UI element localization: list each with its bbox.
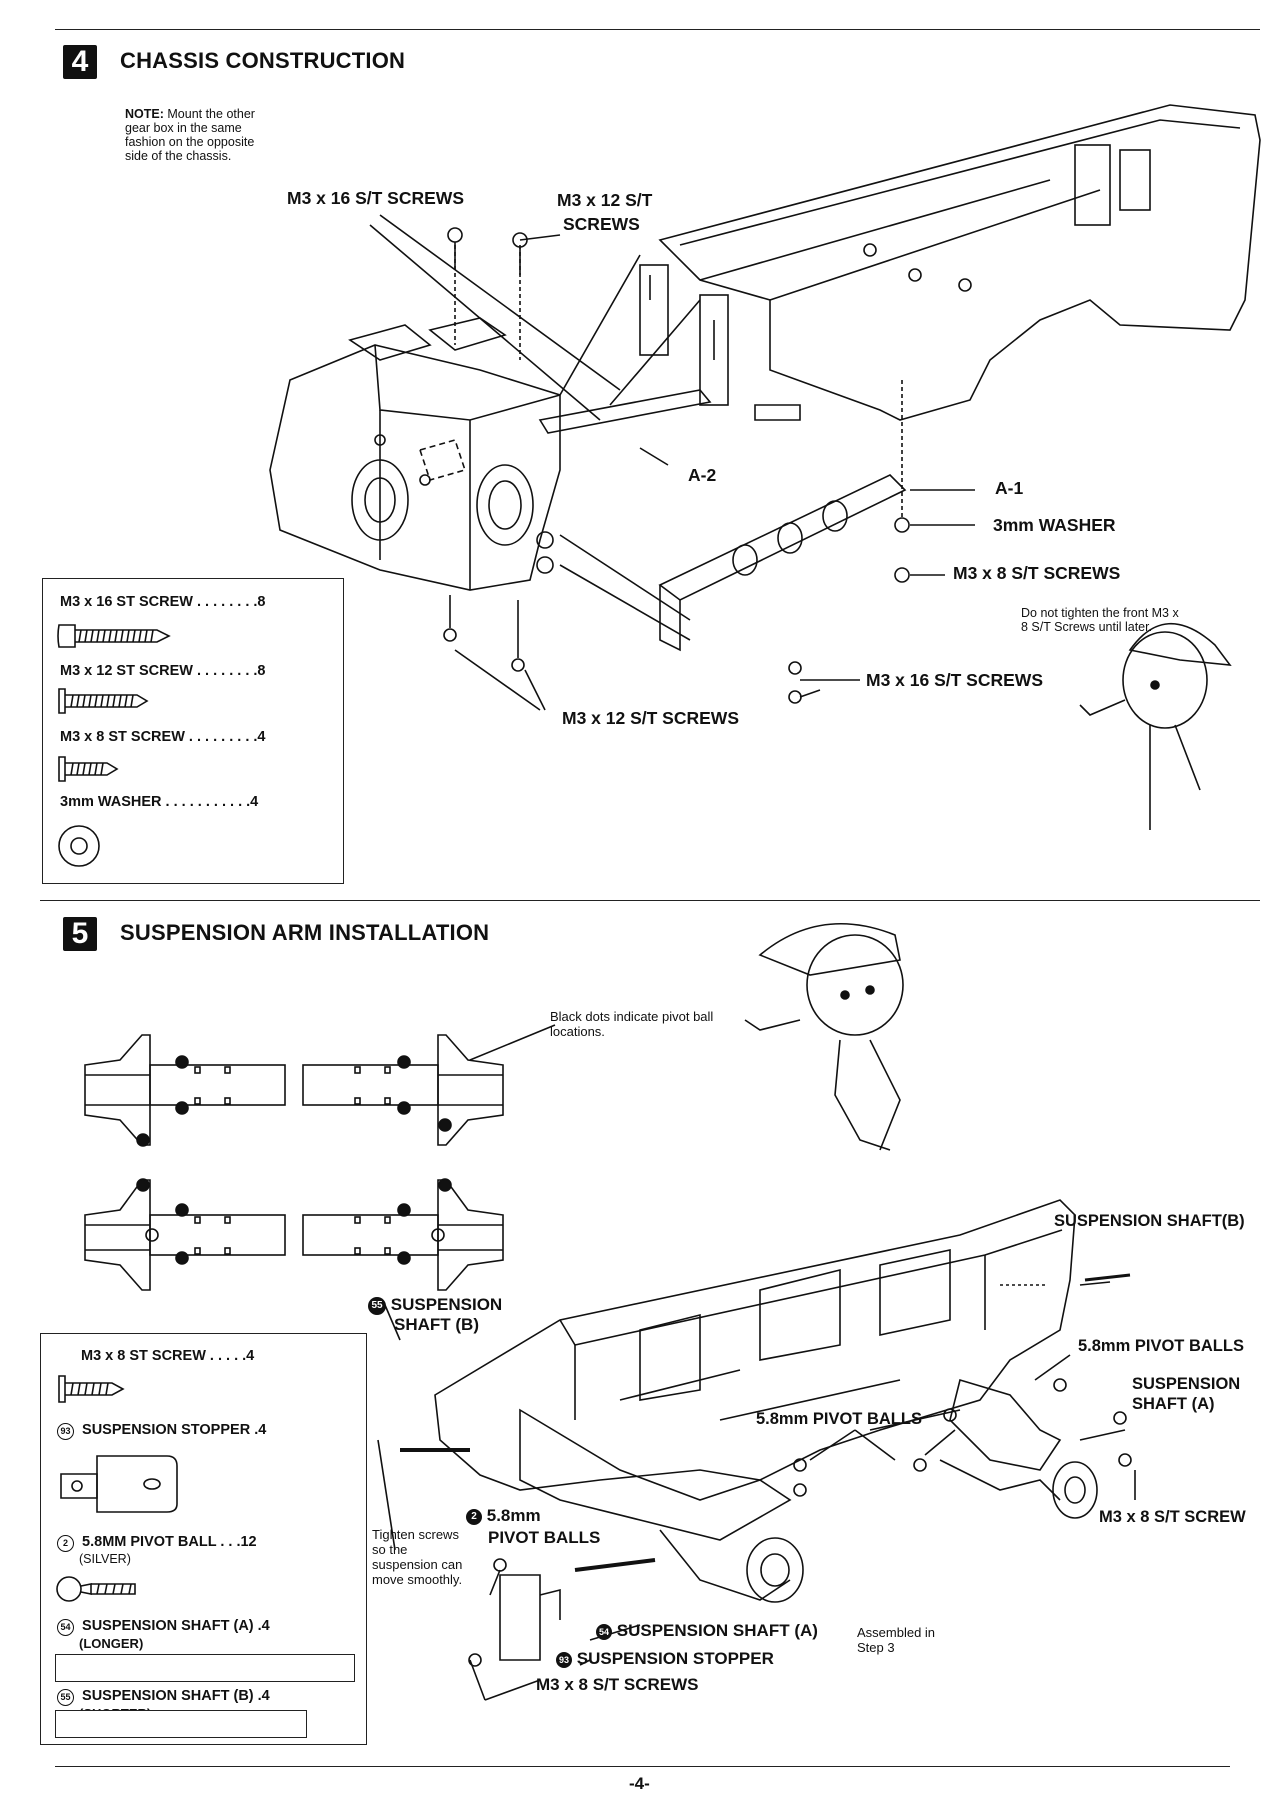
- label-stopper: 93 SUSPENSION STOPPER: [556, 1649, 774, 1669]
- pivot-ball-part-number: 2: [57, 1535, 74, 1552]
- part-stopper: 93 SUSPENSION STOPPER .4: [57, 1422, 266, 1440]
- label-m3x16-top: M3 x 16 S/T SCREWS: [287, 188, 464, 208]
- shaft-a-bottom-label: SUSPENSION SHAFT (A): [616, 1621, 818, 1640]
- washer-icon: [58, 825, 100, 867]
- arm-diagram-4: [302, 1178, 504, 1291]
- part-pivot-ball: 2 5.8MM PIVOT BALL . . .12 (SILVER): [57, 1534, 257, 1566]
- pivot-ball-icon: [56, 1576, 136, 1602]
- shaft-a-part-label: SUSPENSION SHAFT (A) .4: [82, 1618, 270, 1634]
- shaft-a-right-2: SHAFT (A): [1132, 1395, 1215, 1413]
- top-rule: [55, 29, 1260, 30]
- chassis-construction-diagram: [269, 104, 1261, 830]
- shaft-a-part-number: 54: [57, 1619, 74, 1636]
- pivot-balls-left-1: 5.8mm: [486, 1506, 541, 1525]
- arm-diagram-3: [84, 1178, 286, 1291]
- label-a2: A-2: [688, 465, 717, 485]
- shaft-b-label-1: SUSPENSION: [390, 1295, 503, 1314]
- part-shaft-a: 54 SUSPENSION SHAFT (A) .4 (LONGER): [57, 1618, 270, 1651]
- part-m3x12: M3 x 12 ST SCREW . . . . . . . .8: [60, 663, 266, 679]
- label-m3x8-right: M3 x 8 S/T SCREW: [1099, 1508, 1246, 1526]
- label-pivot-balls-left: 2 5.8mm PIVOT BALLS: [466, 1505, 600, 1549]
- tighten-note: Tighten screws so the suspension can mov…: [372, 1527, 463, 1587]
- label-pivot-balls-mid: 5.8mm PIVOT BALLS: [756, 1410, 922, 1428]
- step-4-note: NOTE: Mount the other gear box in the sa…: [125, 107, 270, 163]
- stopper-label: SUSPENSION STOPPER: [576, 1649, 774, 1668]
- shaft-b-icon: [55, 1710, 307, 1738]
- shaft-b-label-2: SHAFT (B): [394, 1315, 479, 1334]
- assembled-note: Assembled in Step 3: [857, 1625, 935, 1655]
- note-text: Mount the other gear box in the same fas…: [125, 107, 255, 163]
- stopper-part-number: 93: [57, 1423, 74, 1440]
- step-4-number: 4: [63, 45, 97, 79]
- note-label: NOTE:: [125, 107, 164, 121]
- arm-diagram-2: [302, 1024, 556, 1146]
- suspension-stopper-icon: [60, 1455, 178, 1513]
- part-m3x16: M3 x 16 ST SCREW . . . . . . . .8: [60, 594, 266, 610]
- label-shaft-a-bottom: 54 SUSPENSION SHAFT (A): [596, 1621, 818, 1641]
- label-washer: 3mm WASHER: [993, 515, 1116, 535]
- short-screw-icon: [58, 1375, 125, 1403]
- step-4-title: CHASSIS CONSTRUCTION: [120, 48, 406, 73]
- label-m3x12-top-2: SCREWS: [563, 214, 640, 234]
- shaft-a-icon: [55, 1654, 355, 1682]
- label-shaft-a-right: SUSPENSION SHAFT (A): [1132, 1374, 1240, 1414]
- step-5-title: SUSPENSION ARM INSTALLATION: [120, 920, 490, 945]
- assembled-1: Assembled in: [857, 1625, 936, 1640]
- page-number: -4-: [629, 1774, 650, 1793]
- shaft-a-sub: (LONGER): [79, 1636, 144, 1651]
- step-5-parts-box: M3 x 8 ST SCREW . . . . .4 93 SUSPENSION…: [40, 1333, 367, 1745]
- shaft-a-number: 54: [596, 1623, 612, 1640]
- pivot-ball-sub: (SILVER): [79, 1552, 131, 1566]
- label-m3x12-bottom: M3 x 12 S/T SCREWS: [562, 708, 739, 728]
- stopper-part-label: SUSPENSION STOPPER .4: [82, 1422, 267, 1438]
- long-screw-icon: [57, 624, 171, 648]
- step-4-parts-box: M3 x 16 ST SCREW . . . . . . . .8 M3 x 1…: [42, 578, 344, 884]
- shaft-b-number: 55: [368, 1296, 386, 1315]
- assembled-2: Step 3: [857, 1640, 895, 1655]
- arm-diagram-1: [84, 1034, 286, 1147]
- shaft-b-part-number: 55: [57, 1689, 74, 1706]
- part-m3x8: M3 x 8 ST SCREW . . . . . . . . .4: [60, 729, 266, 745]
- stopper-number: 93: [556, 1651, 572, 1668]
- label-shaft-b-left: 55 SUSPENSION SHAFT (B): [368, 1295, 502, 1335]
- section-divider: [40, 900, 1260, 901]
- pivot-balls-number: 2: [466, 1508, 482, 1525]
- bottom-rule: [55, 1766, 1230, 1767]
- tip-text: Do not tighten the front M3 x 8 S/T Scre…: [1021, 606, 1179, 634]
- pivot-balls-left-2: PIVOT BALLS: [488, 1528, 601, 1547]
- part-washer: 3mm WASHER . . . . . . . . . . .4: [60, 794, 259, 810]
- label-m3x8: M3 x 8 S/T SCREWS: [953, 563, 1121, 583]
- label-m3x12-top-1: M3 x 12 S/T: [557, 190, 653, 210]
- step-5-number: 5: [63, 917, 97, 951]
- shaft-a-right-1: SUSPENSION: [1132, 1375, 1241, 1393]
- medium-screw-icon: [58, 688, 149, 714]
- short-screw-icon: [58, 756, 119, 782]
- dots-note: Black dots indicate pivot ball locations…: [550, 1009, 714, 1039]
- label-shaft-b-top: SUSPENSION SHAFT(B): [1054, 1212, 1245, 1230]
- pivot-ball-part-label: 5.8MM PIVOT BALL . . .12: [82, 1534, 257, 1550]
- shaft-b-part-label: SUSPENSION SHAFT (B) .4: [82, 1688, 270, 1704]
- label-m3x8-bottom: M3 x 8 S/T SCREWS: [536, 1675, 699, 1694]
- label-pivot-balls-right: 5.8mm PIVOT BALLS: [1078, 1337, 1244, 1355]
- label-a1: A-1: [995, 478, 1024, 498]
- part-m3x8-5: M3 x 8 ST SCREW . . . . .4: [81, 1348, 255, 1364]
- label-m3x16-bottom: M3 x 16 S/T SCREWS: [866, 670, 1043, 690]
